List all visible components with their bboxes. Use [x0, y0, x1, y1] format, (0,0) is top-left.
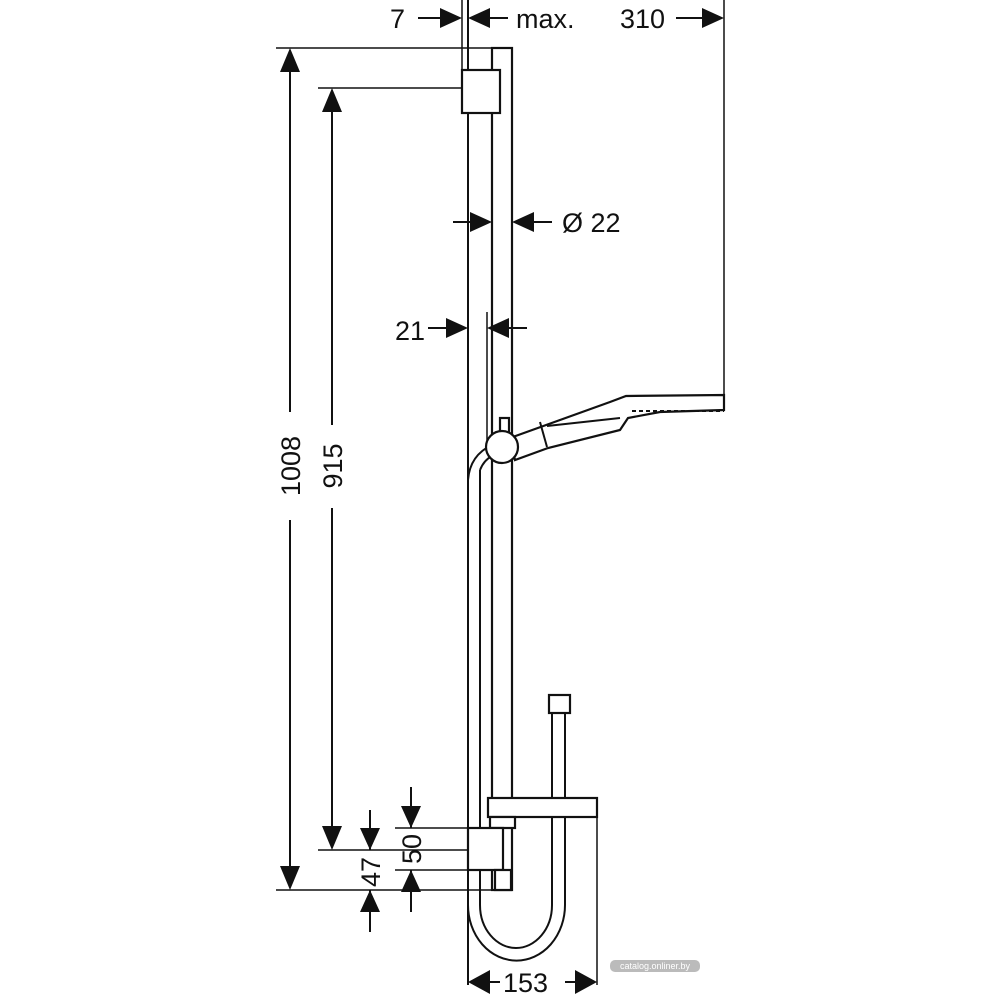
watermark-background [610, 960, 700, 972]
label-max: max. [516, 4, 575, 34]
shower-rail [490, 46, 514, 892]
label-7: 7 [390, 4, 405, 34]
dimension-total-height: 1008 [276, 48, 306, 890]
label-153: 153 [503, 968, 548, 998]
hand-shower [484, 393, 726, 465]
dimension-max-reach: 7 max. 310 [390, 4, 724, 34]
hose-connector [547, 693, 572, 715]
label-310: 310 [620, 4, 665, 34]
bottom-wall-bracket [466, 826, 505, 872]
dimension-rail-offset: 21 [395, 316, 527, 346]
label-47: 47 [356, 857, 386, 887]
shelf-mount [488, 815, 517, 830]
shower-holder-joint [484, 429, 520, 465]
dimension-rail-diameter: Ø 22 [453, 208, 621, 238]
label-50: 50 [397, 834, 427, 864]
watermark: catalog.onliner.by [620, 961, 691, 971]
dimension-bracket-height: 50 [397, 787, 427, 912]
label-21: 21 [395, 316, 425, 346]
label-1008: 1008 [276, 436, 306, 496]
label-diameter-22: Ø 22 [562, 208, 621, 238]
shower-hose [467, 444, 572, 962]
top-wall-bracket [460, 68, 502, 115]
soap-shelf [486, 796, 599, 819]
dimension-shelf-width: 153 [468, 968, 548, 998]
shelf-width-arrow-right [575, 970, 597, 994]
label-915: 915 [318, 443, 348, 488]
rail-end-cap [493, 868, 513, 892]
dimension-bracket-spacing: 915 [318, 88, 348, 850]
dimension-bottom-offset: 47 [356, 810, 386, 932]
